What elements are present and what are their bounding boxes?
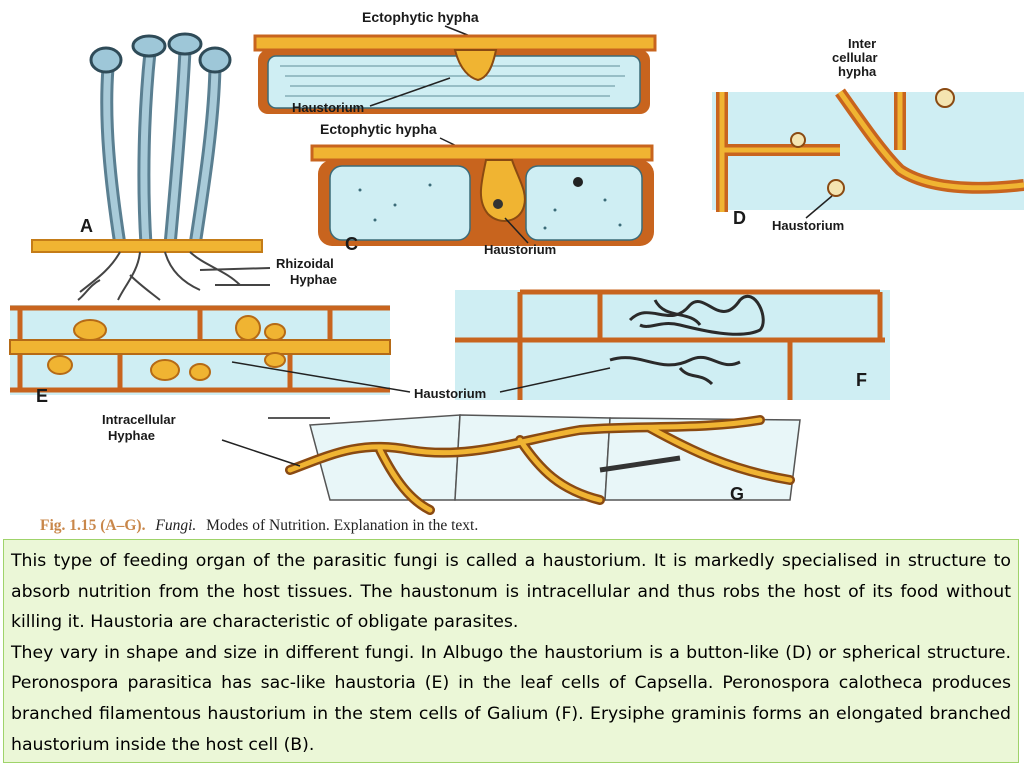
panel-b-haustorium: Ectophytic hypha Haustorium <box>253 9 657 115</box>
panel-a-sporangiophores: A <box>31 32 271 301</box>
figure-caption: Fig. 1.15 (A–G). Fungi. Modes of Nutriti… <box>40 517 478 534</box>
intracellular-hyphae-label: Intracellular Hyphae <box>102 412 179 443</box>
paragraph-haustorium-definition: This type of feeding organ of the parasi… <box>11 551 1011 633</box>
panel-letter-f: F <box>856 370 867 390</box>
panel-e-sac-haustoria: E <box>9 305 391 406</box>
ectophytic-hypha-label-top: Ectophytic hypha <box>362 9 479 25</box>
ectophytic-hypha-label-c: Ectophytic hypha <box>320 121 437 137</box>
panel-letter-g: G <box>730 484 744 504</box>
panel-letter-c: C <box>345 234 358 254</box>
haustorium-label-d: Haustorium <box>772 218 844 233</box>
explanation-text-box: This type of feeding organ of the parasi… <box>3 539 1019 763</box>
haustorium-label-c: Haustorium <box>484 242 556 257</box>
panel-g-intracellular-hyphae: Intracellular Hyphae G <box>102 412 801 515</box>
rhizoidal-hyphae-label: Rhizoidal Hyphae <box>276 256 337 287</box>
panel-c-haustorium: Ectophytic hypha C Haustorium <box>310 121 654 257</box>
inter-cellular-hypha-label: Inter cellular hypha <box>832 36 881 79</box>
paragraph-haustorium-variation: They vary in shape and size in different… <box>11 642 1011 755</box>
haustorium-label-ef: Haustorium <box>414 386 486 401</box>
panel-f-filamentous-haustorium: F <box>455 289 890 400</box>
fungi-nutrition-figure: A Ectophytic hypha Haustorium Ectophytic… <box>9 9 1024 534</box>
panel-d-intercellular-hypha: Inter cellular hypha D Haustorium <box>712 36 1024 233</box>
panel-letter-e: E <box>36 386 48 406</box>
haustorium-label-b: Haustorium <box>292 100 364 115</box>
panel-letter-d: D <box>733 208 746 228</box>
panel-letter-a: A <box>80 216 93 236</box>
